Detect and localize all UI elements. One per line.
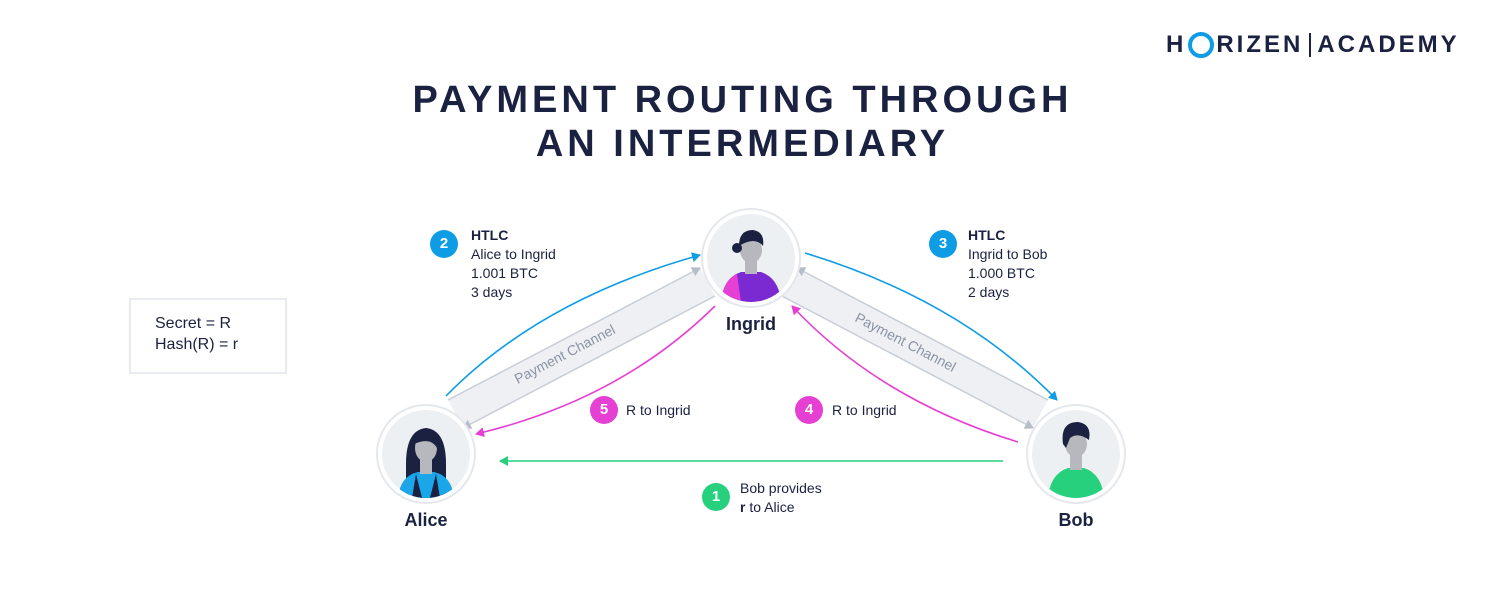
title-line-1: PAYMENT ROUTING THROUGH [412,79,1073,121]
step-3-title: HTLC [968,227,1006,243]
bob-avatar [1032,410,1120,498]
htlc-arrow-ingrid-to-bob [804,252,1058,401]
channel-right-edge-bottom [781,295,1034,429]
channel-right-edge-top [796,267,1049,401]
step-1-line-1: Bob provides [740,480,822,496]
channel-band-right [782,268,1048,428]
alice-name: Alice [404,510,448,530]
ingrid-name: Ingrid [726,314,776,334]
alice-avatar [382,410,470,498]
logo-word-rizen: RIZEN [1216,31,1304,58]
logo-letter-h: H [1166,31,1187,58]
r-arrow-bob-to-ingrid [791,305,1019,443]
step-4-note: R to Ingrid [832,402,897,418]
logo-word-academy: ACADEMY [1317,31,1460,58]
ingrid-avatar [707,214,795,302]
step-3-badge: 3 [929,230,957,258]
alice-figure-icon [398,428,454,498]
step-5-badge: 5 [590,396,618,424]
step-3-line-1: Ingrid to Bob [968,246,1048,262]
step-2-line-1: Alice to Ingrid [471,246,556,262]
step-1-badge: 1 [702,483,730,511]
bob-figure-icon [1048,422,1104,498]
bob-name: Bob [1058,510,1094,530]
step-4-badge: 4 [795,396,823,424]
htlc-arrow-alice-to-ingrid [445,252,701,397]
horizen-academy-logo: H RIZEN ACADEMY [1166,30,1466,60]
step-2-note: HTLC Alice to Ingrid 1.001 BTC 3 days [471,226,556,302]
ingrid-figure-icon [721,230,781,302]
step-1-r-bold: r [740,499,746,515]
title-line-2: AN INTERMEDIARY [535,123,950,165]
page-title: PAYMENT ROUTING THROUGH AN INTERMEDIARY [0,78,1485,166]
secret-box: Secret = R Hash(R) = r [129,298,287,374]
step-5-note: R to Ingrid [626,402,691,418]
step-2-title: HTLC [471,227,509,243]
step-2-badge: 2 [430,230,458,258]
channel-band-left [448,268,715,428]
secret-line: Secret = R [155,315,232,332]
step-2-line-3: 3 days [471,284,513,300]
step-3-line-2: 1.000 BTC [968,265,1035,281]
step-2-line-2: 1.001 BTC [471,265,538,281]
step-3-line-3: 2 days [968,284,1010,300]
step-3-note: HTLC Ingrid to Bob 1.000 BTC 2 days [968,226,1047,302]
step-1-line-2-rest: to Alice [745,499,795,515]
logo-o-icon [1188,32,1215,58]
logo-divider [1309,33,1312,57]
step-1-note: Bob provides r to Alice [740,479,822,517]
step-1-line-2: r to Alice [740,498,822,517]
hash-line: Hash(R) = r [155,336,239,353]
channel-left-edge-bottom [462,295,716,429]
r-arrow-ingrid-to-alice [475,305,716,438]
channel-left-edge-top [447,267,701,401]
